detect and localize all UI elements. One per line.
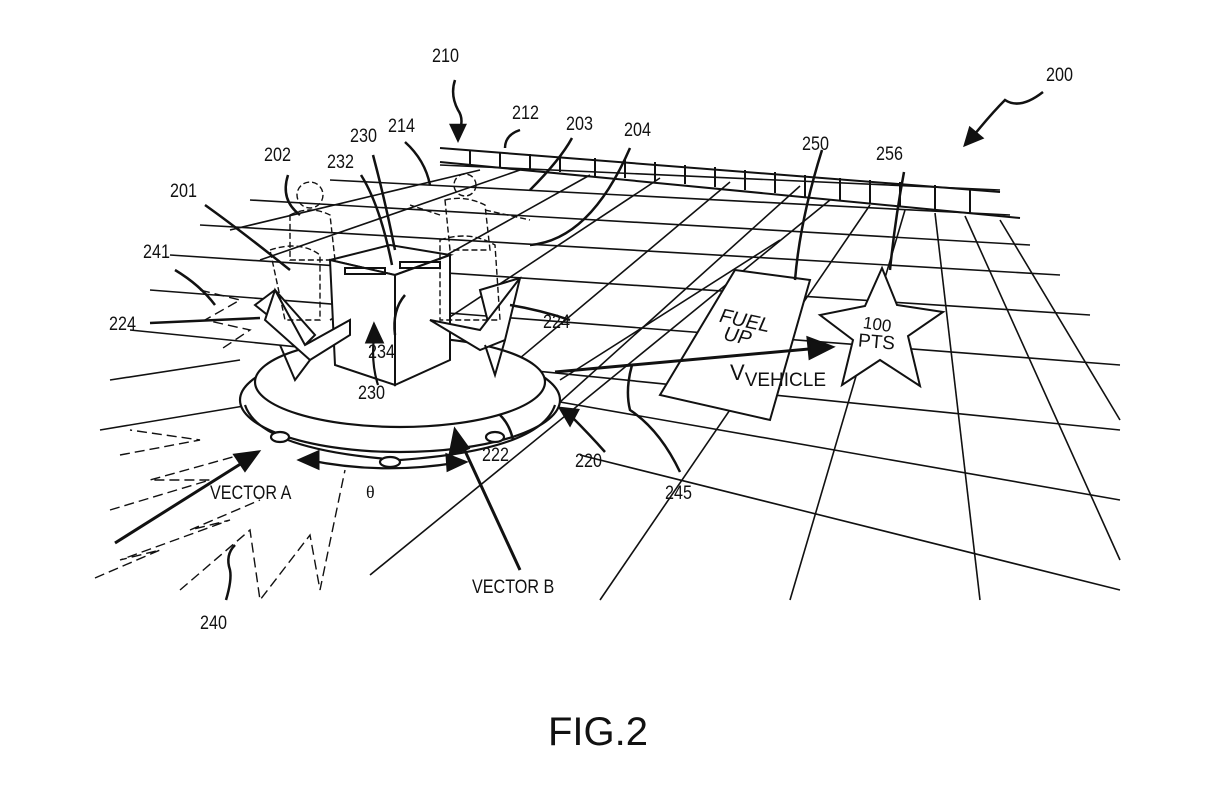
ref-200: 200 [1046, 65, 1073, 86]
fuel-up-text-line2: UP [721, 323, 754, 351]
velocity-subscript: VEHICLE [744, 370, 826, 391]
star-points-unit: PTS [857, 330, 896, 355]
ref-245: 245 [665, 483, 692, 504]
control-console-230 [328, 243, 454, 387]
ref-202: 202 [264, 145, 291, 166]
ref-234: 234 [368, 342, 395, 363]
vector-arrows [114, 321, 836, 571]
bonus-star-256 [817, 265, 946, 389]
ref-224-left: 224 [109, 314, 136, 335]
velocity-arrow-245 [554, 346, 821, 374]
theta-label: θ [366, 482, 375, 502]
ref-201: 201 [170, 181, 197, 202]
riders-201-204 [269, 173, 531, 321]
velocity-symbol: V [730, 360, 745, 385]
vector-b-label: VECTOR B [472, 577, 555, 598]
seat-224-right [429, 276, 522, 379]
ref-250: 250 [802, 134, 829, 155]
ref-210: 210 [432, 46, 459, 67]
vector-a-arrow [114, 456, 251, 545]
ref-256: 256 [876, 144, 903, 165]
ref-214: 214 [388, 116, 415, 137]
velocity-label: VVEHICLE [730, 360, 826, 391]
ref-220: 220 [575, 451, 602, 472]
theta-arc [307, 458, 456, 470]
ref-240: 240 [200, 613, 227, 634]
leader-lines [149, 79, 1044, 601]
ref-232: 232 [327, 152, 354, 173]
ref-212: 212 [512, 103, 539, 124]
ref-230-bottom: 230 [358, 383, 385, 404]
ref-203: 203 [566, 114, 593, 135]
vector-b-arrow [458, 439, 522, 571]
figure-caption: FIG.2 [548, 710, 649, 754]
fuel-up-zone-250 [658, 268, 812, 422]
ref-241: 241 [143, 242, 170, 263]
ref-222: 222 [482, 445, 509, 466]
ref-204: 204 [624, 120, 651, 141]
ref-230-top: 230 [350, 126, 377, 147]
ref-224-right: 224 [543, 312, 570, 333]
vector-a-label: VECTOR A [210, 483, 292, 504]
